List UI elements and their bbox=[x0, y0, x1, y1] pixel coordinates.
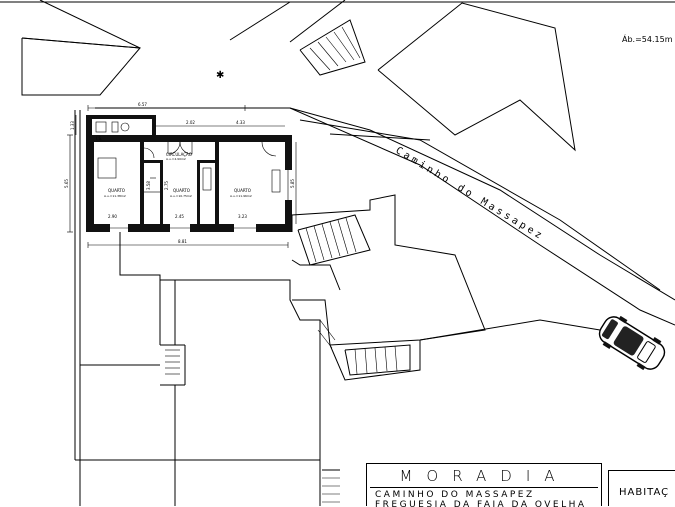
title-block-right: HABITAÇ bbox=[608, 470, 675, 506]
road bbox=[95, 107, 675, 326]
title-block-line2: FREGUESIA DA FAJÃ DA OVELHA bbox=[375, 500, 587, 507]
title-block: MORADIA CAMINHO DO MASSAPEZ FREGUESIA DA… bbox=[366, 463, 602, 507]
room-area-quarto-3: A.u.=11.96m2 bbox=[230, 194, 252, 198]
site-boundaries bbox=[0, 0, 675, 152]
svg-text:3.58: 3.58 bbox=[146, 181, 151, 190]
svg-text:4.33: 4.33 bbox=[236, 120, 245, 125]
room-label-quarto-2: QUARTO bbox=[173, 188, 190, 193]
room-label-quarto-1: QUARTO bbox=[108, 188, 125, 193]
tree-symbol: ✱ bbox=[216, 70, 224, 81]
room-label-circulacao: CIRCULAÇÃO bbox=[166, 152, 192, 157]
room-area-circulacao: A.u.=4.90m2 bbox=[166, 157, 186, 161]
svg-text:5.65: 5.65 bbox=[64, 179, 69, 188]
title-block-line1: CAMINHO DO MASSAPEZ bbox=[375, 490, 535, 500]
area-label: Áb.=54.15m bbox=[622, 33, 673, 44]
car-icon bbox=[598, 315, 666, 371]
svg-text:5.85: 5.85 bbox=[290, 179, 295, 188]
title-divider bbox=[370, 487, 598, 488]
svg-text:8.81: 8.81 bbox=[178, 239, 187, 244]
lower-lot bbox=[74, 110, 601, 506]
room-area-quarto-1: A.u.=11.38m2 bbox=[104, 194, 126, 198]
building: I.S. QUARTO A.u.=11.38m2 QUARTO A.u.=10.… bbox=[86, 115, 292, 232]
room-label-quarto-3: QUARTO bbox=[234, 188, 251, 193]
street-label: Caminho do Massapez bbox=[393, 145, 546, 243]
title-block-right-label: HABITAÇ bbox=[619, 487, 670, 498]
svg-text:2.90: 2.90 bbox=[108, 214, 117, 219]
title-block-title: MORADIA bbox=[399, 467, 569, 485]
svg-text:3.23: 3.23 bbox=[238, 214, 247, 219]
dimensions: 6.57 2.02 4.33 5.65 1.33 5.85 8.81 2.90 … bbox=[64, 102, 297, 248]
svg-text:6.57: 6.57 bbox=[138, 102, 147, 107]
room-area-quarto-2: A.u.=10.75m2 bbox=[170, 194, 192, 198]
svg-text:1.33: 1.33 bbox=[70, 121, 75, 130]
svg-text:2.75: 2.75 bbox=[164, 181, 169, 190]
svg-text:2.02: 2.02 bbox=[186, 120, 195, 125]
svg-text:2.45: 2.45 bbox=[175, 214, 184, 219]
room-label-is: I.S. bbox=[96, 136, 102, 141]
